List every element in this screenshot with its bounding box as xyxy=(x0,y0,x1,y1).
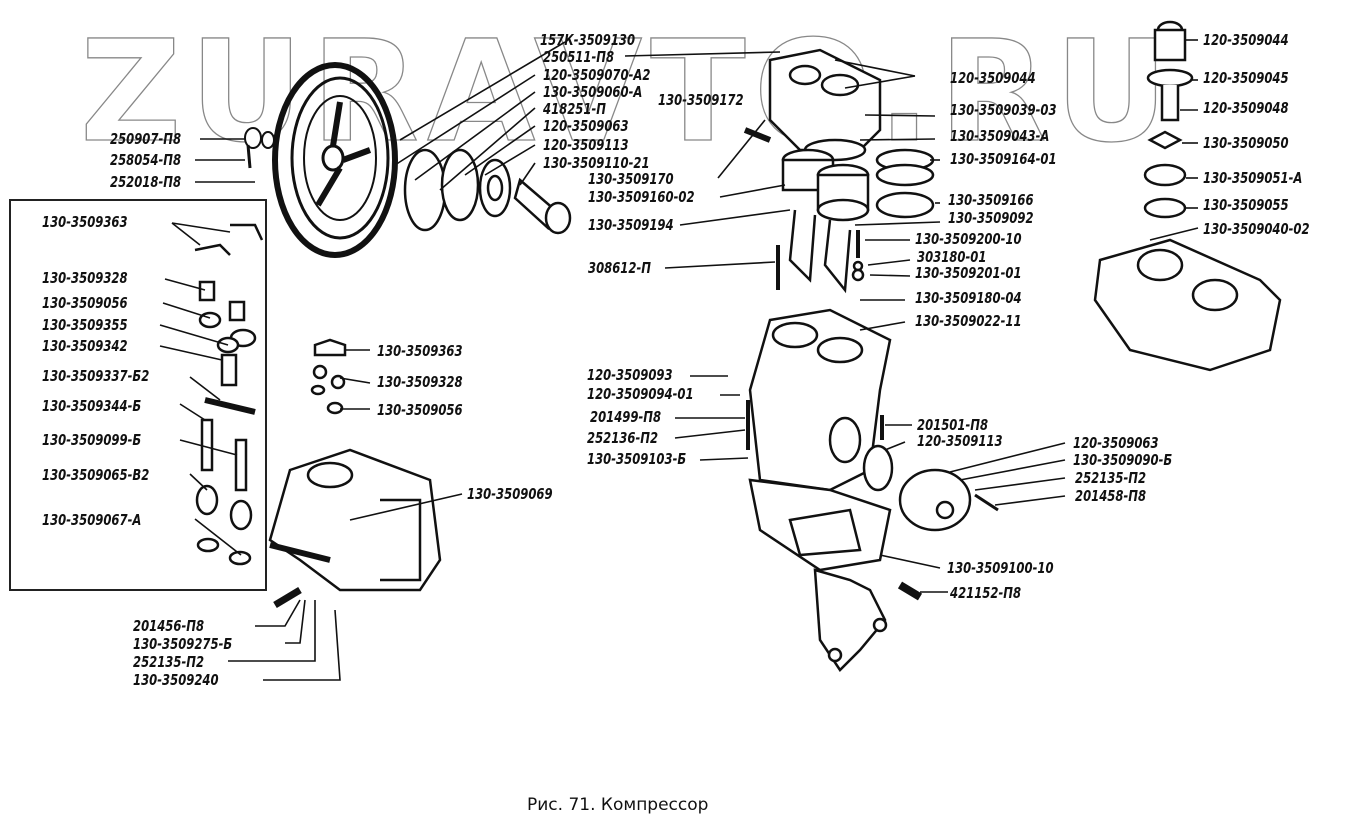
part-label: 130-3509180-04 xyxy=(915,289,1022,307)
part-label: 120-3509045 xyxy=(1203,69,1289,87)
part-label: 130-3509172 xyxy=(658,91,744,109)
cylinder-block xyxy=(746,308,894,492)
part-label: 130-3509275-Б xyxy=(133,635,233,653)
inset-part-label: 130-3509099-Б xyxy=(42,431,142,449)
part-label: 130-3509039-03 xyxy=(950,101,1057,119)
part-label: 130-3509170 xyxy=(588,170,674,188)
part-label: 130-3509043-А xyxy=(950,127,1050,145)
unloader-inset-frame xyxy=(9,199,267,591)
part-label: 130-3509092 xyxy=(948,209,1034,227)
rear-cover xyxy=(898,468,999,532)
pistons xyxy=(781,148,935,222)
inset-part-label: 130-3509363 xyxy=(42,213,128,231)
inset-part-label: 130-3509344-Б xyxy=(42,397,142,415)
inset-part-label: 130-3509355 xyxy=(42,316,128,334)
part-label: 130-3509166 xyxy=(948,191,1034,209)
part-label: 130-3509110-21 xyxy=(543,154,650,172)
part-label: 303180-01 xyxy=(917,248,987,266)
part-label: 120-3509044 xyxy=(1203,31,1289,49)
pulley-nut xyxy=(244,127,275,169)
part-label: 308612-П xyxy=(588,259,651,277)
part-label: 130-3509200-10 xyxy=(915,230,1022,248)
inset-part-label: 130-3509342 xyxy=(42,337,128,355)
part-label: 130-3509090-Б xyxy=(1073,451,1173,469)
part-label: 130-3509103-Б xyxy=(587,450,687,468)
part-label: 130-3509055 xyxy=(1203,196,1289,214)
part-label: 201456-П8 xyxy=(133,617,205,635)
part-label: 120-3509063 xyxy=(543,117,629,135)
part-label: 130-3509051-А xyxy=(1203,169,1303,187)
inset-parts xyxy=(194,223,264,566)
part-label: 130-3509056 xyxy=(377,401,463,419)
part-label: 130-3509022-11 xyxy=(915,312,1022,330)
part-label: 120-3509113 xyxy=(543,136,629,154)
inset-part-label: 130-3509067-А xyxy=(42,511,142,529)
part-label: 252018-П8 xyxy=(110,173,182,191)
part-label: 130-3509069 xyxy=(467,485,553,503)
inset-part-label: 130-3509056 xyxy=(42,294,128,312)
part-label: 130-3509050 xyxy=(1203,134,1289,152)
part-label: 120-3509048 xyxy=(1203,99,1289,117)
part-label: 258054-П8 xyxy=(110,151,182,169)
part-label: 120-3509093 xyxy=(587,366,673,384)
inset-part-label: 130-3509065-В2 xyxy=(42,466,150,484)
small-parts-mid xyxy=(310,338,347,415)
part-label: 130-3509328 xyxy=(377,373,463,391)
part-label: 130-3509164-01 xyxy=(950,150,1057,168)
valve-head-right xyxy=(1093,238,1282,372)
connecting-rods xyxy=(776,209,865,294)
cylinder-head-top xyxy=(743,48,882,162)
part-label: 120-3509113 xyxy=(917,432,1003,450)
part-label: 250907-П8 xyxy=(110,130,182,148)
part-label: 421152-П8 xyxy=(950,584,1022,602)
part-label: 201501-П8 xyxy=(917,416,989,434)
part-label: 130-3509363 xyxy=(377,342,463,360)
part-label: 120-3509070-А2 xyxy=(543,66,651,84)
part-label: 130-3509194 xyxy=(588,216,674,234)
part-label: 130-3509160-02 xyxy=(588,188,695,206)
part-label: 250511-П8 xyxy=(543,48,615,66)
figure-caption: Рис. 71. Компрессор xyxy=(527,795,709,815)
part-label: 120-3509063 xyxy=(1073,434,1159,452)
svg-text:ZURAVTO.RU: ZURAVTO.RU xyxy=(80,11,1176,174)
part-label: 252135-П2 xyxy=(133,653,205,671)
part-label: 201458-П8 xyxy=(1075,487,1147,505)
leader-lines xyxy=(159,39,1199,681)
part-label: 130-3509100-10 xyxy=(947,559,1054,577)
part-label: 130-3509060-А xyxy=(543,83,643,101)
valve-stack xyxy=(1143,20,1194,219)
part-label: 252135-П2 xyxy=(1075,469,1147,487)
watermark: ZURAVTO.RU xyxy=(79,10,1176,174)
part-label: 201499-П8 xyxy=(590,408,662,426)
part-label: 157К-3509130 xyxy=(540,31,636,49)
part-label: 418251-П xyxy=(543,100,606,118)
inset-part-label: 130-3509337-Б2 xyxy=(42,367,150,385)
part-label: 130-3509240 xyxy=(133,671,219,689)
inset-part-label: 130-3509328 xyxy=(42,269,128,287)
unloader-housing xyxy=(268,448,442,609)
crankcase-bracket xyxy=(748,478,923,672)
part-label: 120-3509044 xyxy=(950,69,1036,87)
part-label: 252136-П2 xyxy=(587,429,659,447)
part-label: 130-3509040-02 xyxy=(1203,220,1310,238)
part-label: 120-3509094-01 xyxy=(587,385,694,403)
pulley xyxy=(272,62,398,258)
part-label: 130-3509201-01 xyxy=(915,264,1022,282)
